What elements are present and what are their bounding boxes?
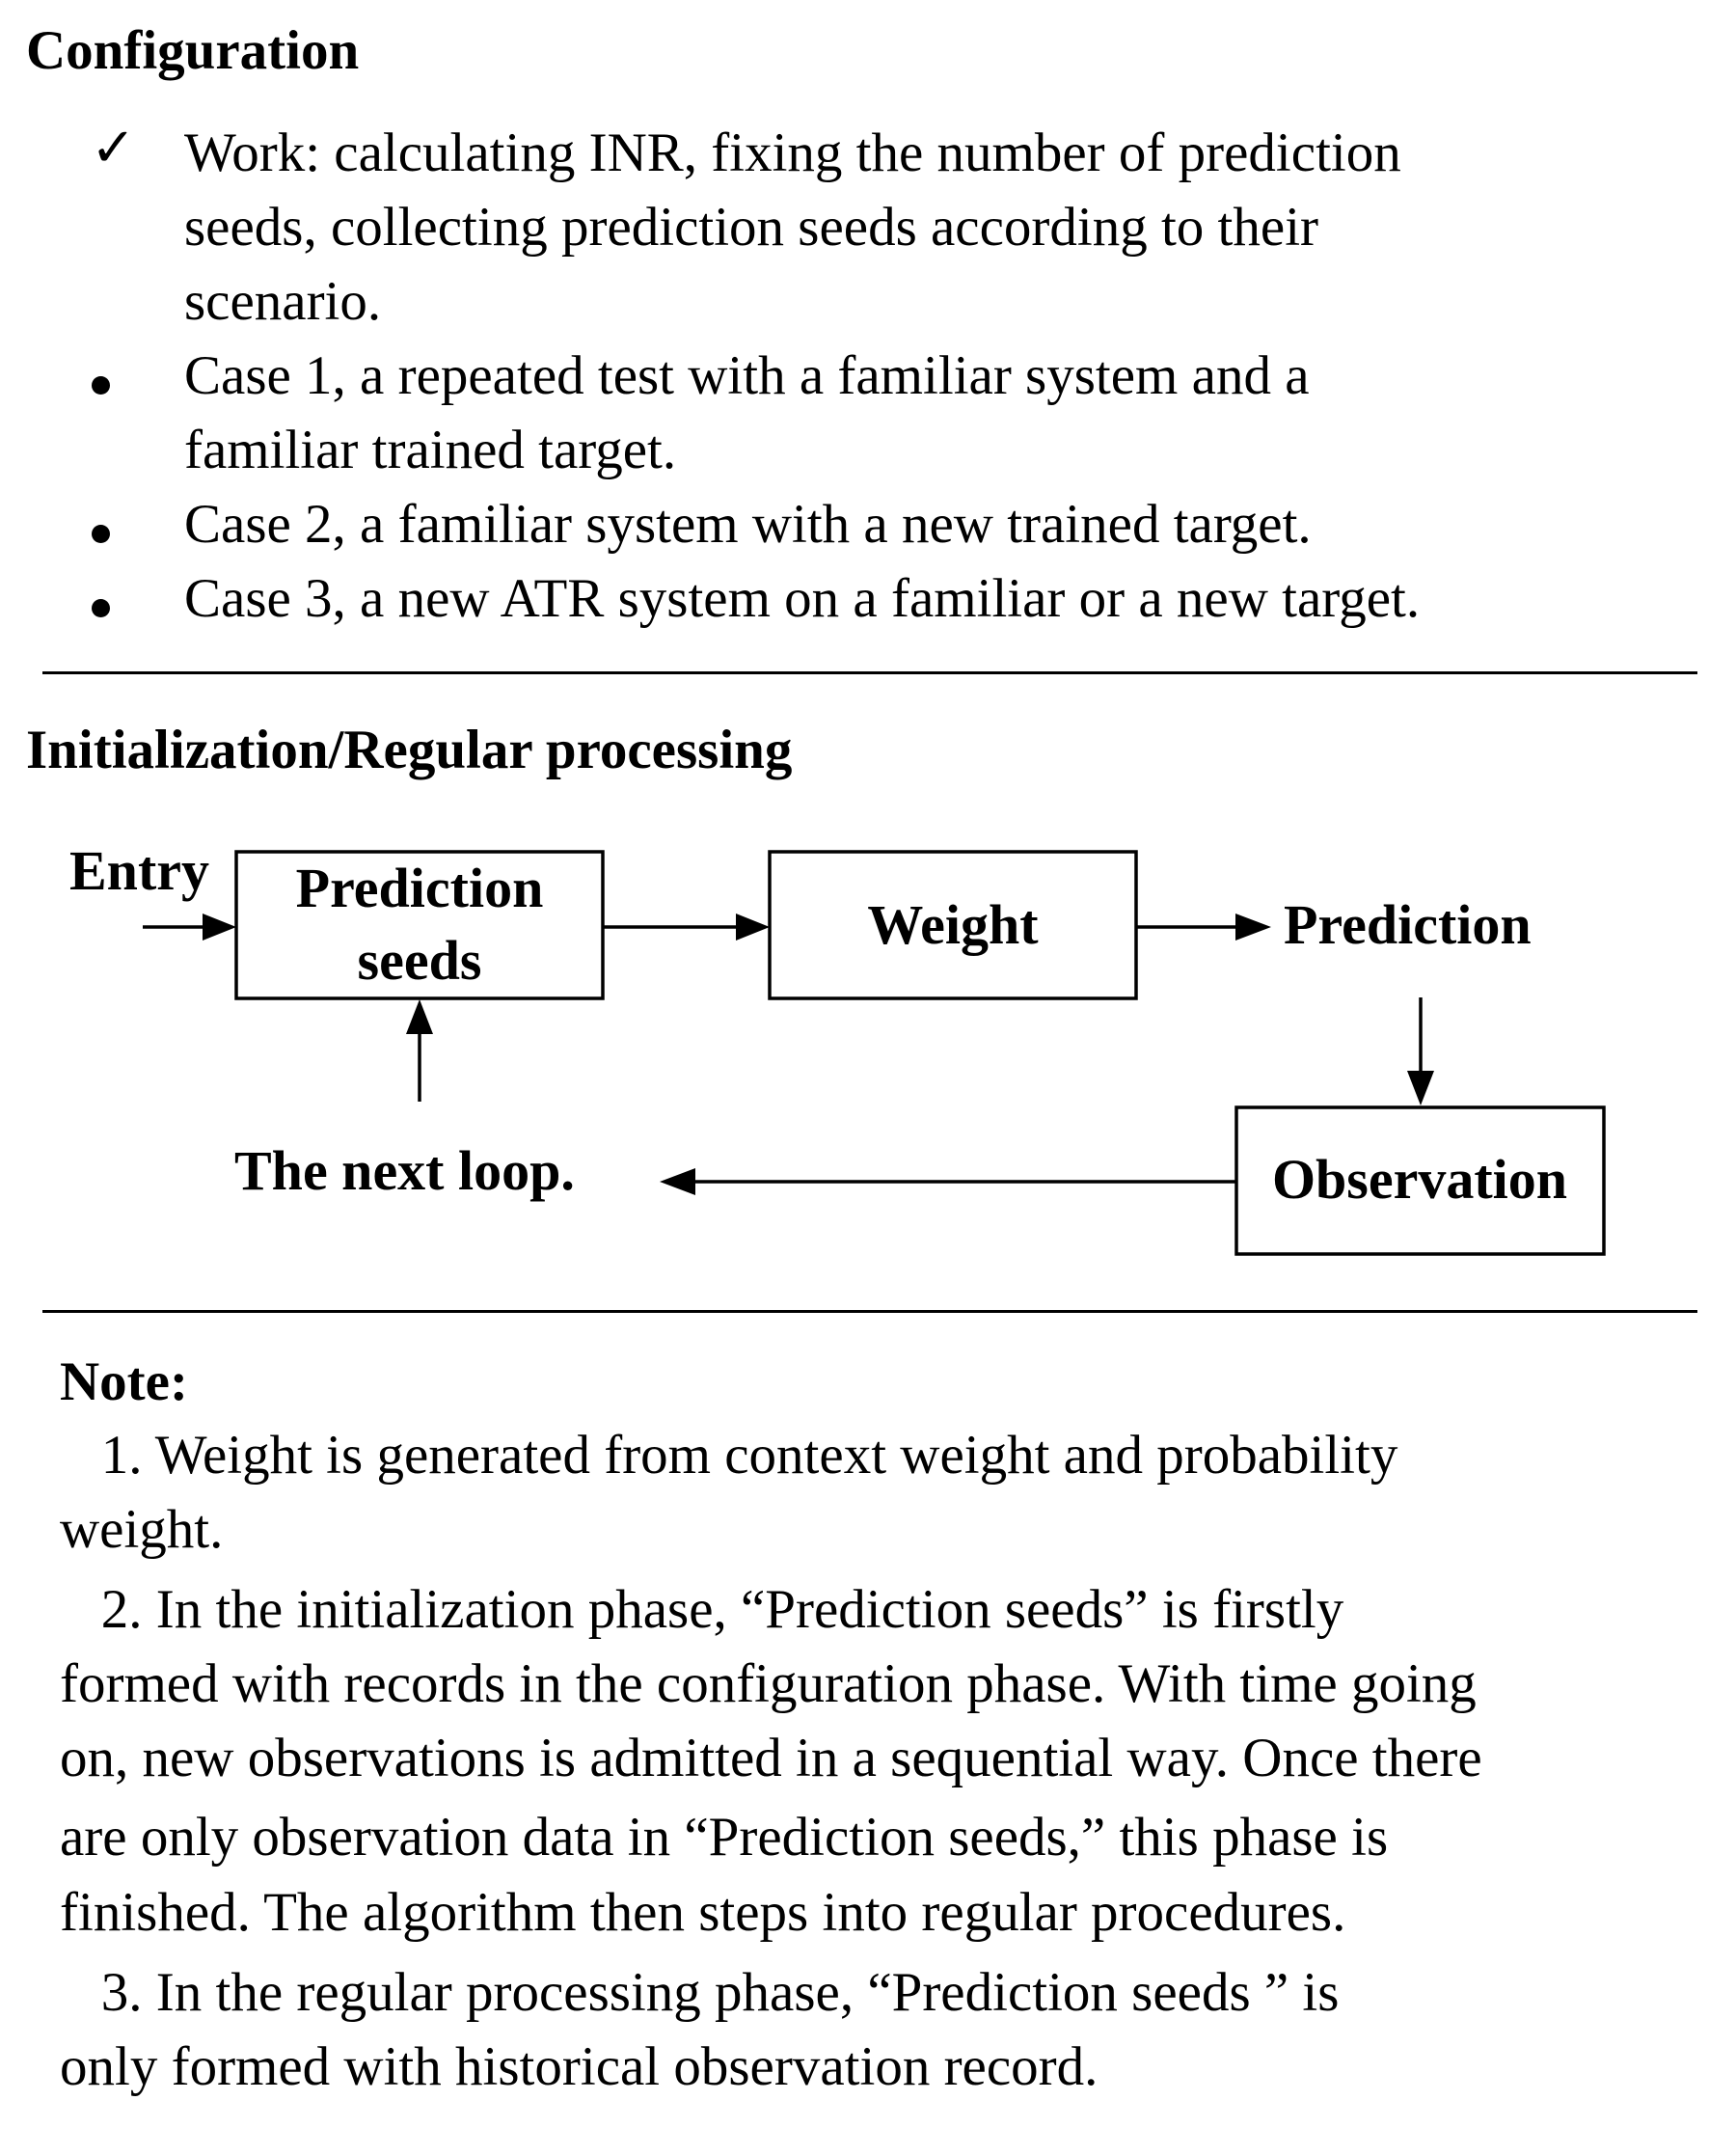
note-line: 2. In the initialization phase, “Predict… [60, 1579, 1344, 1640]
note-line: 3. In the regular processing phase, “Pre… [60, 1962, 1340, 2023]
entry-arrowhead [203, 914, 236, 941]
note-line: on, new observations is admitted in a se… [60, 1728, 1482, 1788]
note-line: 1. Weight is generated from context weig… [60, 1425, 1398, 1486]
config-item-1-line-2: seeds, collecting prediction seeds accor… [184, 197, 1319, 258]
bullet-icon [92, 599, 110, 617]
note-line: only formed with historical observation … [60, 2036, 1099, 2097]
note-line: formed with records in the configuration… [60, 1653, 1477, 1714]
processing-title: Initialization/Regular processing [26, 720, 793, 780]
note-line: finished. The algorithm then steps into … [60, 1882, 1346, 1943]
next-loop-label: The next loop. [234, 1139, 575, 1202]
section-divider [42, 671, 1697, 674]
note-line: are only observation data in “Prediction… [60, 1807, 1389, 1868]
next-loop-to-seeds-arrowhead [406, 999, 433, 1034]
prediction-to-observation-arrowhead [1407, 1071, 1434, 1105]
prediction-seeds-box [234, 850, 605, 1000]
check-icon: ✓ [91, 119, 136, 178]
section-divider [42, 1310, 1697, 1313]
entry-label: Entry [69, 839, 209, 902]
weight-box [768, 850, 1138, 1000]
configuration-title: Configuration [26, 20, 360, 81]
observation-to-next-loop-arrowhead [660, 1168, 695, 1195]
config-item-2-line-2: familiar trained target. [184, 420, 677, 480]
bullet-icon [92, 376, 110, 395]
bullet-icon [92, 525, 110, 543]
prediction-seeds-label-line-1: Prediction [296, 857, 544, 919]
observation-label: Observation [1272, 1148, 1567, 1211]
config-item-1-line-3: scenario. [184, 271, 382, 332]
note-line: weight. [60, 1499, 224, 1560]
config-item-1-line-1: Work: calculating INR, fixing the number… [184, 123, 1401, 183]
weight-to-prediction-arrowhead [1235, 914, 1271, 941]
config-item-4-line-1: Case 3, a new ATR system on a familiar o… [184, 568, 1421, 629]
note-heading: Note: [60, 1351, 188, 1412]
prediction-seeds-label-line-2: seeds [358, 929, 482, 992]
seeds-to-weight-arrowhead [736, 914, 770, 941]
observation-box [1234, 1105, 1606, 1256]
weight-label: Weight [867, 893, 1039, 956]
config-item-3-line-1: Case 2, a familiar system with a new tra… [184, 494, 1312, 555]
config-item-2-line-1: Case 1, a repeated test with a familiar … [184, 345, 1310, 406]
prediction-label: Prediction [1284, 893, 1532, 956]
